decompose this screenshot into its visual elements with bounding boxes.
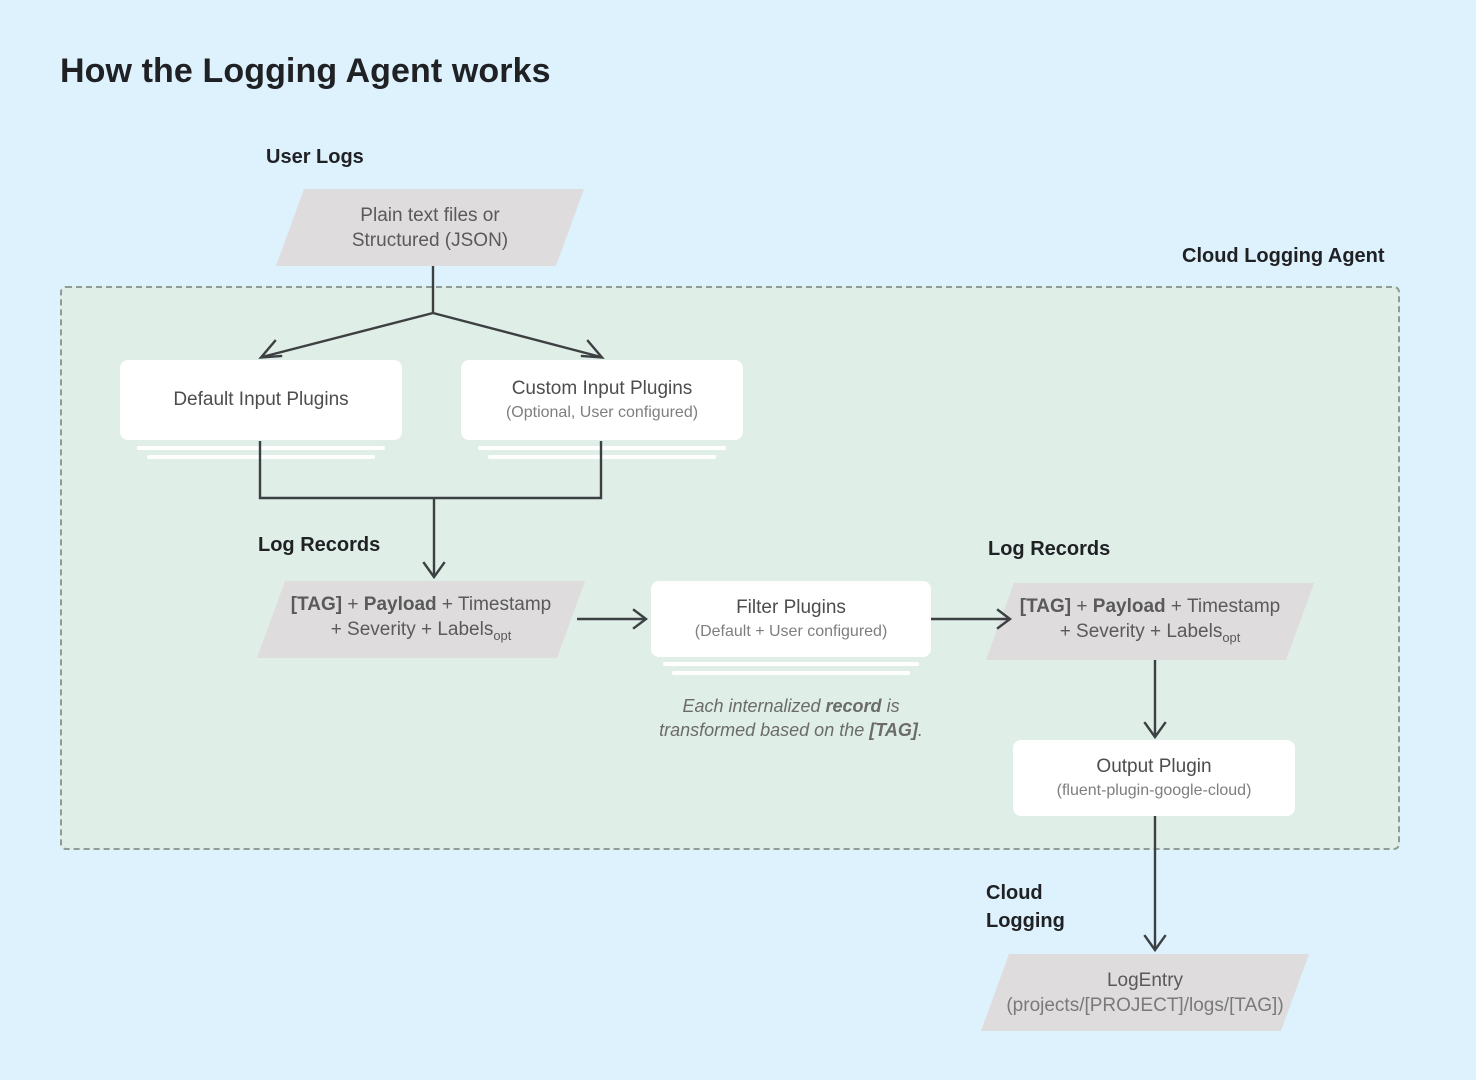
node-custom-input-plugins: Custom Input Plugins (Optional, User con… xyxy=(461,360,743,440)
log-entry-subtitle: (projects/[PROJECT]/logs/[TAG]) xyxy=(1006,994,1284,1016)
output-plugin-subtitle: (fluent-plugin-google-cloud) xyxy=(1056,782,1252,799)
filter-plugins-stack-line-2 xyxy=(672,671,910,675)
default-input-plugins-stack-line-2 xyxy=(147,455,375,459)
default-input-plugins-title: Default Input Plugins xyxy=(173,389,349,410)
node-log-record-left: [TAG] + Payload + Timestamp + Severity +… xyxy=(256,581,586,658)
log-record-left-line2: + Severity + Labelsopt xyxy=(331,617,512,648)
node-user-logs-source: Plain text files or Structured (JSON) xyxy=(275,189,585,266)
log-record-left-line1: [TAG] + Payload + Timestamp xyxy=(291,592,551,617)
custom-input-plugins-stack-line-1 xyxy=(478,446,726,450)
filter-plugins-title: Filter Plugins xyxy=(736,597,846,618)
log-record-right-plus1: + xyxy=(1071,595,1093,617)
label-log-records-left: Log Records xyxy=(258,534,381,556)
transform-note-part-d: transformed based on the xyxy=(659,720,870,740)
user-logs-source-line1: Plain text files or xyxy=(360,204,500,226)
log-entry-title: LogEntry xyxy=(1106,969,1184,991)
node-output-plugin: Output Plugin (fluent-plugin-google-clou… xyxy=(1013,740,1295,816)
log-record-right-timestamp: + Timestamp xyxy=(1165,595,1281,617)
node-log-record-right: [TAG] + Payload + Timestamp + Severity +… xyxy=(985,583,1315,660)
custom-input-plugins-subtitle: (Optional, User configured) xyxy=(505,404,699,421)
log-record-left-opt-subscript: opt xyxy=(493,627,512,643)
node-filter-plugins: Filter Plugins (Default + User configure… xyxy=(651,581,931,657)
transform-note-tag: [TAG] xyxy=(869,720,918,740)
log-record-right-payload: Payload xyxy=(1092,595,1166,617)
custom-input-plugins-title: Custom Input Plugins xyxy=(511,378,693,399)
log-record-left-plus1: + xyxy=(342,593,364,615)
filter-plugins-stack-line-1 xyxy=(663,662,919,666)
log-record-right-tag: [TAG] xyxy=(1019,595,1072,617)
log-record-right-severity-labels: + Severity + Labels xyxy=(1059,620,1223,642)
log-record-right-line2: + Severity + Labelsopt xyxy=(1060,619,1241,650)
transform-note-part-a: Each internalized xyxy=(682,696,826,716)
transform-note-record: record xyxy=(825,696,882,716)
node-log-entry: LogEntry (projects/[PROJECT]/logs/[TAG]) xyxy=(980,954,1310,1031)
log-record-right-line1: [TAG] + Payload + Timestamp xyxy=(1020,594,1280,619)
transform-note-period: . xyxy=(917,720,923,740)
default-input-plugins-stack-line-1 xyxy=(137,446,385,450)
log-record-right-opt-subscript: opt xyxy=(1222,629,1241,645)
page-title: How the Logging Agent works xyxy=(60,52,551,90)
transform-note: Each internalized record is transformed … xyxy=(641,694,941,742)
label-cloud-logging: Cloud Logging xyxy=(986,882,1065,932)
filter-plugins-subtitle: (Default + User configured) xyxy=(694,623,888,640)
node-default-input-plugins: Default Input Plugins xyxy=(120,360,402,440)
user-logs-source-line2: Structured (JSON) xyxy=(351,229,509,251)
custom-input-plugins-stack-line-2 xyxy=(488,455,716,459)
output-plugin-title: Output Plugin xyxy=(1096,756,1212,777)
log-record-left-severity-labels: + Severity + Labels xyxy=(330,618,494,640)
log-record-left-timestamp: + Timestamp xyxy=(436,593,552,615)
arrowhead-log-entry xyxy=(1143,934,1167,953)
log-record-left-tag: [TAG] xyxy=(290,593,343,615)
label-cloud-logging-agent: Cloud Logging Agent xyxy=(1182,245,1385,267)
label-log-records-right: Log Records xyxy=(988,538,1111,560)
label-user-logs: User Logs xyxy=(266,146,364,168)
transform-note-part-c: is xyxy=(881,696,900,716)
log-record-left-payload: Payload xyxy=(363,593,437,615)
